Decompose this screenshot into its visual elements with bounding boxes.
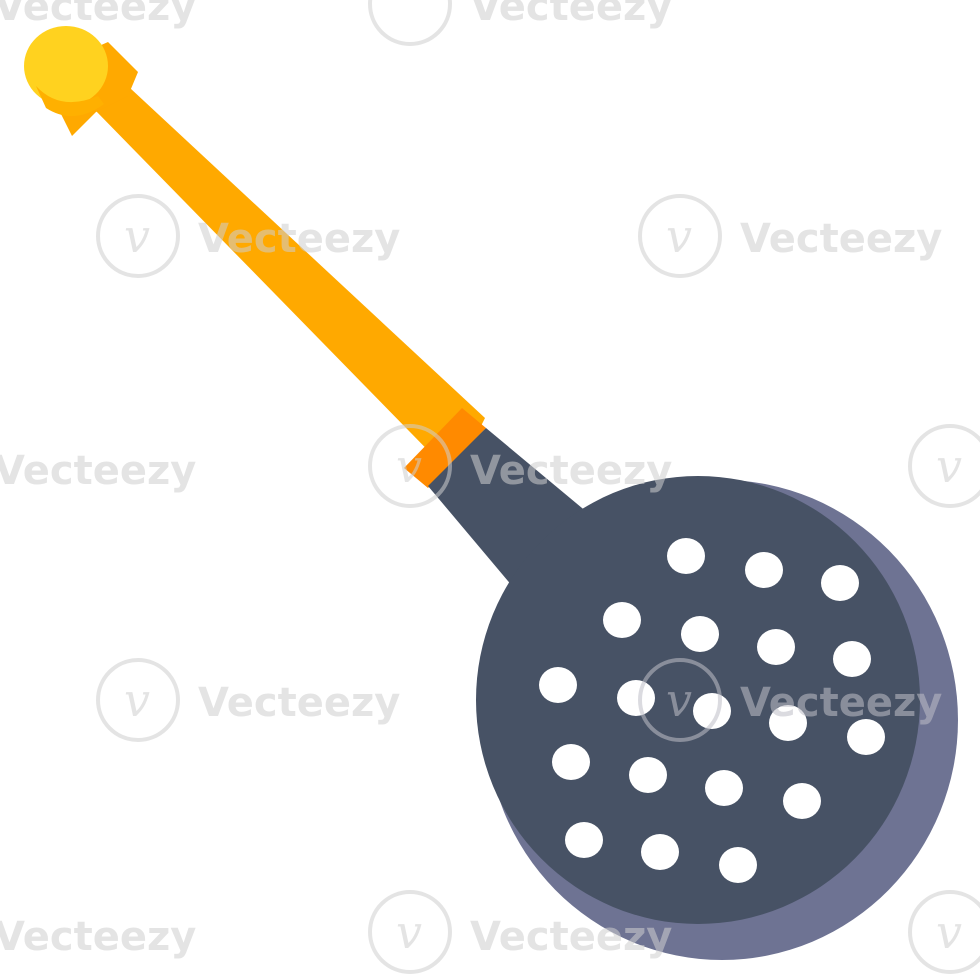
watermark-logo-mark: v [936, 439, 962, 493]
watermark-logo-mark: v [666, 673, 692, 727]
handle-knob-top [24, 26, 108, 106]
watermark-logo-icon [368, 890, 452, 974]
watermark-text: Vecteezy [0, 914, 196, 960]
watermark-logo-icon [908, 890, 980, 974]
watermark-logo-icon [96, 658, 180, 742]
watermark-row-0: Vecteezy Vecteezy [0, 0, 672, 46]
hole [641, 834, 679, 870]
hole [629, 757, 667, 793]
hole [833, 641, 871, 677]
hole [681, 616, 719, 652]
ladle-bowl [476, 476, 958, 960]
watermark-logo-icon [368, 424, 452, 508]
hole [667, 538, 705, 574]
hole [719, 847, 757, 883]
watermark-logo-icon [638, 658, 722, 742]
hole [539, 667, 577, 703]
hole [821, 565, 859, 601]
hole [745, 552, 783, 588]
watermark-logo-icon [96, 194, 180, 278]
watermark-text: Vecteezy [470, 914, 672, 960]
watermark-logo-mark: v [124, 673, 150, 727]
watermark-logo-icon [908, 424, 980, 508]
watermark-logo-mark: v [396, 905, 422, 959]
watermark-row-1: v Vecteezy v Vecteezy [96, 194, 942, 278]
hole [603, 602, 641, 638]
hole [617, 680, 655, 716]
handle-knob-shade [36, 86, 104, 117]
hole [769, 705, 807, 741]
hole [847, 719, 885, 755]
watermark-text: Vecteezy [740, 216, 942, 262]
watermark-row-4: Vecteezy v Vecteezy v [0, 890, 980, 974]
watermark-logo-mark: v [124, 209, 150, 263]
watermark-text: Vecteezy [740, 680, 942, 726]
handle-shaft [95, 88, 485, 478]
handle [24, 26, 486, 488]
hole [552, 744, 590, 780]
watermark-row-2: Vecteezy v Vecteezy v [0, 424, 980, 508]
watermark-text: Vecteezy [198, 216, 400, 262]
hole [565, 822, 603, 858]
hole [783, 783, 821, 819]
watermark-text: Vecteezy [470, 448, 672, 494]
watermark-logo-mark: v [666, 209, 692, 263]
watermark-logo-mark: v [936, 905, 962, 959]
watermark-row-3: v Vecteezy v Vecteezy [96, 658, 942, 742]
watermark-text: Vecteezy [470, 0, 672, 30]
watermark-logo-mark: v [396, 439, 422, 493]
hole [757, 629, 795, 665]
hole [705, 770, 743, 806]
watermark-text: Vecteezy [0, 0, 196, 30]
watermark-logo-icon [368, 0, 452, 46]
bowl-holes [539, 538, 885, 883]
watermark-logo-icon [638, 194, 722, 278]
watermark-text: Vecteezy [198, 680, 400, 726]
watermark-text: Vecteezy [0, 448, 196, 494]
